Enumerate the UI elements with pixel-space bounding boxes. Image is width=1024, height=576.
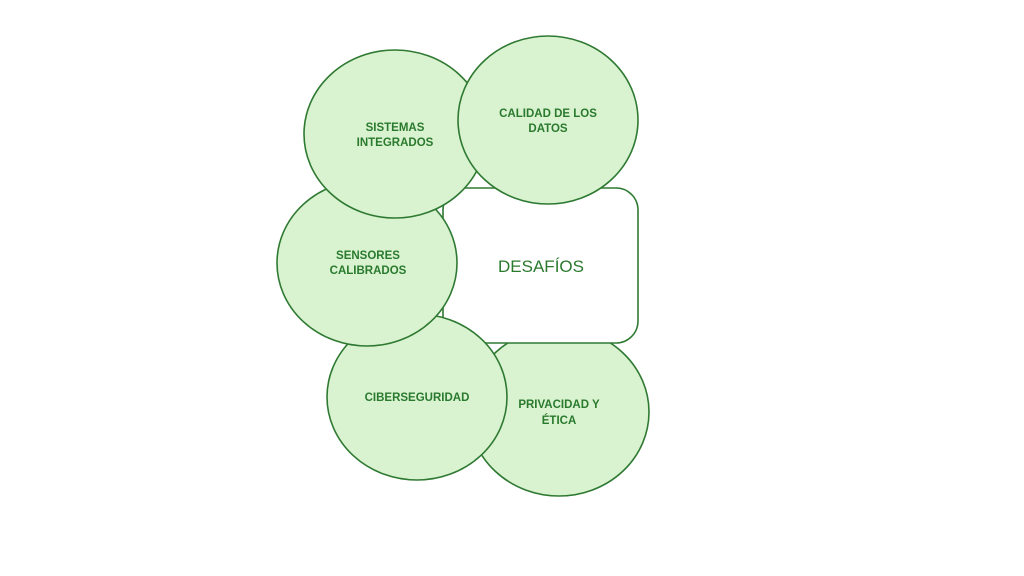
- bubble-ciberseguridad: CIBERSEGURIDAD: [326, 313, 508, 481]
- bubble-ciberseguridad-line1: CIBERSEGURIDAD: [365, 392, 470, 404]
- bubble-sensores-line1: SENSORES: [336, 250, 400, 262]
- bubble-sistemas-line2: INTEGRADOS: [357, 137, 434, 149]
- bubble-calidad-line2: DATOS: [528, 123, 568, 135]
- bubble-privacidad-line1: PRIVACIDAD Y: [518, 399, 600, 411]
- bubble-sistemas-line1: SISTEMAS: [366, 122, 425, 134]
- center-box: DESAFÍOS: [442, 187, 639, 344]
- center-label: DESAFÍOS: [498, 257, 584, 276]
- bubble-calidad-line1: CALIDAD DE LOS: [499, 108, 597, 120]
- bubble-privacidad-line2: ÉTICA: [542, 414, 577, 427]
- bubble-sensores-line2: CALIBRADOS: [330, 265, 407, 277]
- bubble-calidad: CALIDAD DE LOS DATOS: [457, 35, 639, 205]
- bubble-privacidad: PRIVACIDAD Y ÉTICA: [468, 327, 650, 497]
- bubble-sistemas: SISTEMAS INTEGRADOS: [303, 49, 487, 219]
